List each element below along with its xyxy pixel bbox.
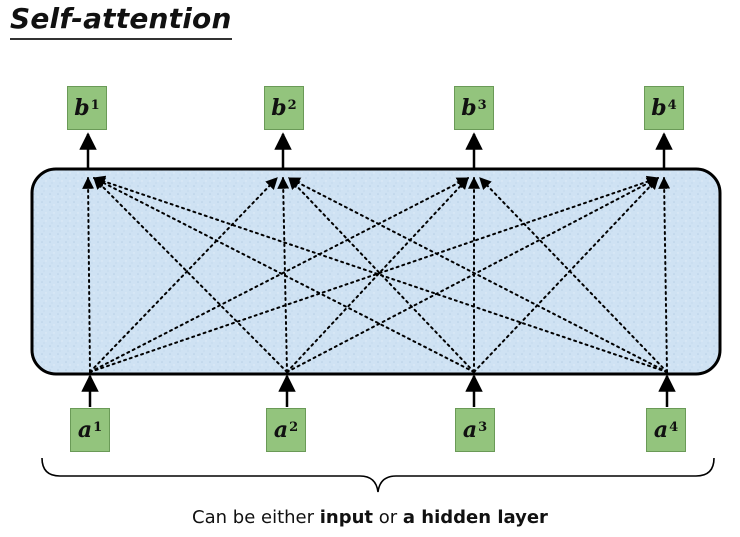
caption-prefix: Can be either [192,507,320,528]
attention-link-a2-b3 [286,177,469,373]
attention-link-a1-b2 [89,177,278,373]
caption-middle: or [373,507,403,528]
caption: Can be either input or a hidden layer [0,507,740,528]
attention-link-a4-b3 [479,177,668,373]
self-attention-layer [30,167,722,376]
attention-link-a1-b4 [89,175,660,373]
attention-link-a4-b1 [92,175,668,373]
brace [41,457,715,493]
attention-link-a3-b4 [473,177,659,373]
attention-link-a4-b2 [287,177,668,373]
attention-link-a1-b3 [89,177,470,373]
caption-bold-input: input [319,507,374,528]
attention-connections [82,175,671,373]
attention-link-a2-b1 [93,177,288,373]
attention-link-a2-b4 [286,177,660,373]
attention-link-a3-b1 [92,177,475,373]
caption-bold-hidden-layer: a hidden layer [402,507,548,528]
slide-title: Self-attention [10,2,232,40]
attention-link-a1-b1 [82,176,95,373]
attention-link-a4-b4 [658,176,671,373]
io-arrows [79,132,676,407]
